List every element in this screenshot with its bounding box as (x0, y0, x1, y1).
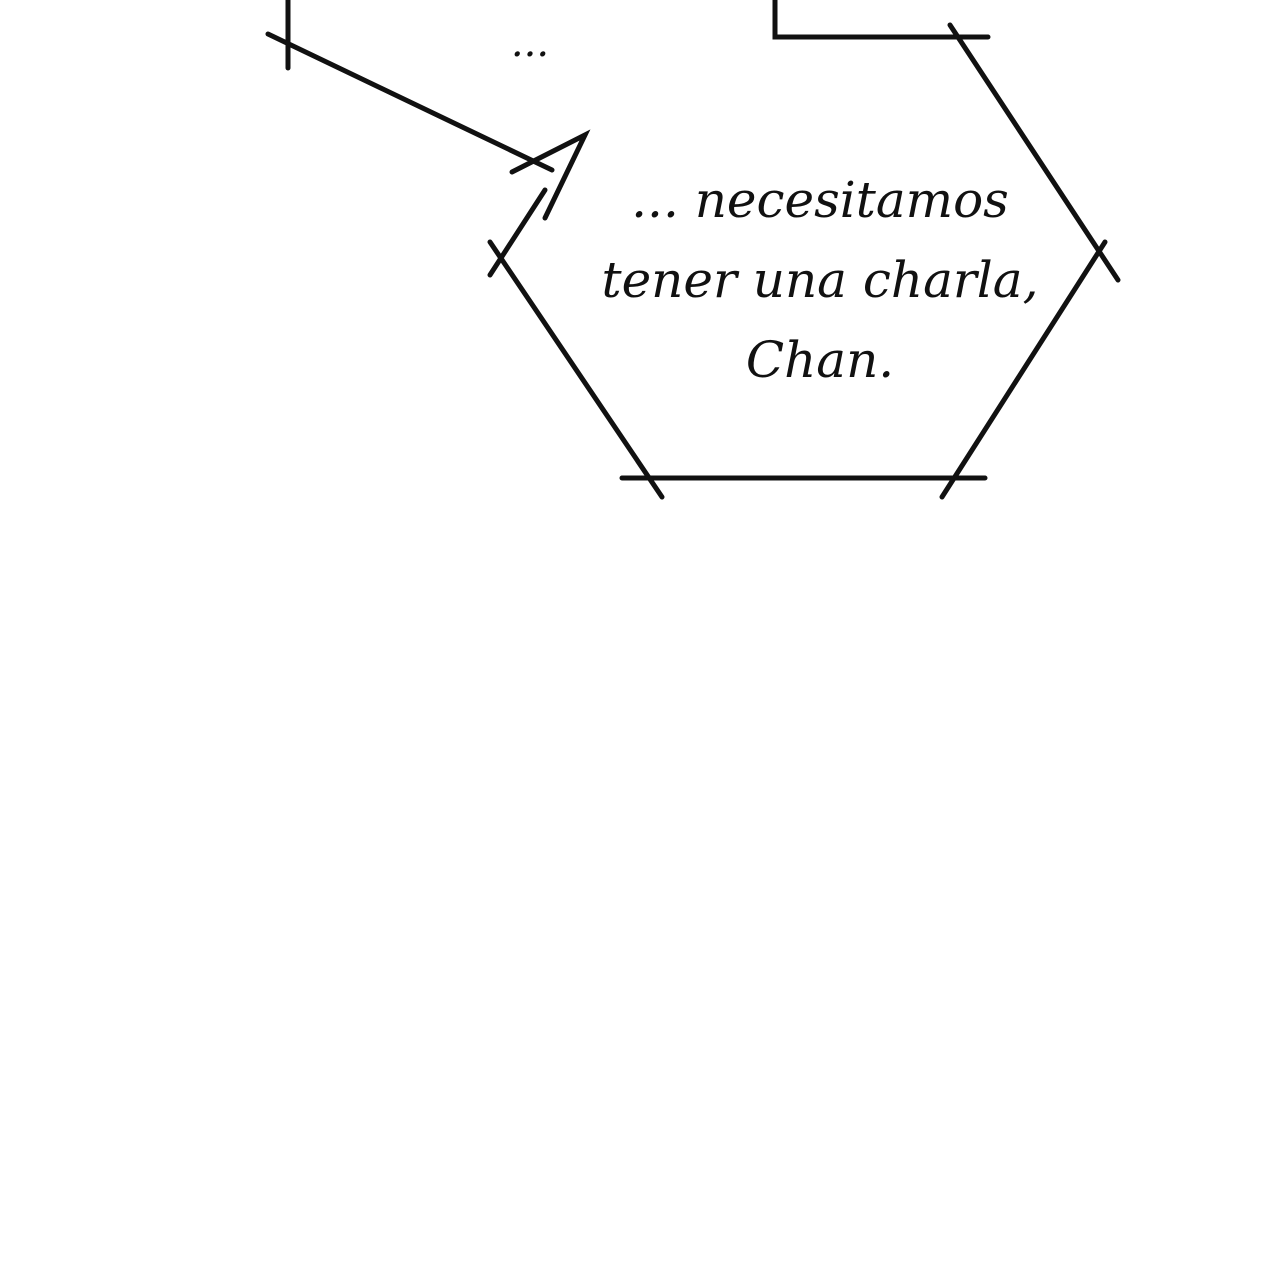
speech-bubble-1-text: ... (510, 20, 550, 66)
bubble-line: ... necesitamos (631, 171, 1009, 229)
speech-bubble-2-text: ... necesitamos tener una charla, Chan. (540, 160, 1100, 400)
speech-bubble-1-outline (265, 0, 591, 221)
speech-bubble-2-outline (487, 0, 1121, 500)
bubble-line: Chan. (745, 331, 895, 389)
bubble-line: tener una charla, (601, 251, 1039, 309)
